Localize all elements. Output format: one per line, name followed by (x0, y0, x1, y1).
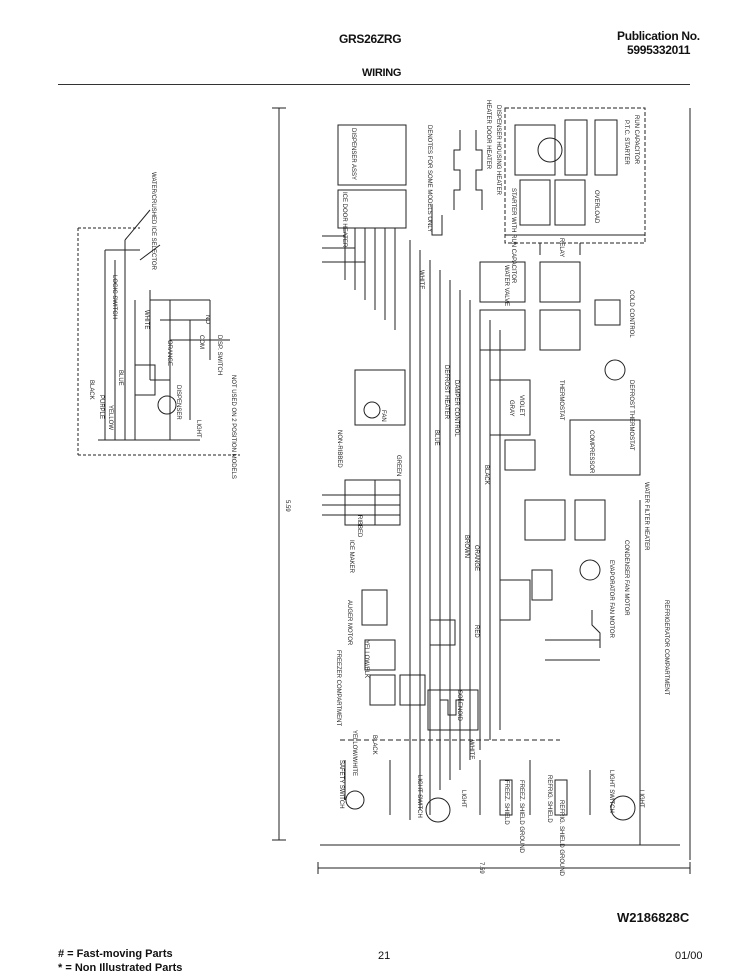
middle-label-8: ORANGE (473, 545, 479, 571)
top-label-3: DISPENSER HOUSING HEATER (495, 105, 501, 196)
top-label-0: DISPENSER ASSY (350, 128, 356, 180)
left-label-11: WHITE (143, 310, 149, 329)
bottom-label-0: SAFETY SWITCH (338, 760, 344, 809)
middle-label-11: BLACK (483, 465, 489, 485)
bottom-label-1: LIGHT SWITCH (416, 775, 422, 818)
bottom-label-9: BLACK (371, 735, 377, 755)
left-label-5: NOT USED ON 2 POSITION MODELS (230, 375, 236, 479)
left-label-9: ORANGE (166, 340, 172, 366)
top-label-8: OVERLOAD (593, 190, 599, 224)
right-label-4: DEFROST THERMOSTAT (628, 380, 634, 451)
publication-label: Publication No. (617, 29, 700, 43)
right-label-3: EVAPORATOR FAN MOTOR (608, 560, 614, 639)
middle-label-15: YELLOW/BLK (363, 640, 369, 678)
model-number: GRS26ZRG (339, 32, 402, 46)
bottom-label-4: FREEZ. SHIELD GROUND (518, 780, 524, 854)
bottom-label-7: LIGHT SWITCH (608, 770, 614, 813)
left-label-2: DISPENSER (175, 385, 181, 420)
middle-label-4: AUGER MOTOR (346, 600, 352, 646)
middle-label-17: RIBBED (356, 515, 362, 538)
middle-label-6: BLUE (433, 430, 439, 446)
left-label-1: LOGIC SWITCH (111, 275, 117, 319)
top-label-5: STARTER WITH RUN CAPACITOR (510, 188, 516, 284)
bottom-label-8: LIGHT (638, 790, 644, 808)
middle-label-2: WATER VALVE (503, 265, 509, 306)
header-rule (58, 84, 690, 85)
top-label-9: ICE DOOR HEATER (341, 192, 347, 248)
left-label-4: DISP. SWITCH (216, 335, 222, 375)
middle-label-18: FAN (380, 410, 386, 422)
middle-label-7: BROWN (463, 535, 469, 558)
right-label-5: COLD CONTROL (628, 290, 634, 338)
right-label-2: CONDENSER FAN MOTOR (623, 540, 629, 616)
bottom-label-2: LIGHT (460, 790, 466, 808)
dimension-horizontal-label: 7.59 (478, 862, 484, 874)
bottom-label-6: REFRIG. SHIELD GROUND (558, 800, 564, 877)
left-label-8: BLUE (117, 370, 123, 386)
middle-label-0: DEFROST HEATER (443, 365, 449, 420)
right-label-0: COMPRESSOR (588, 430, 594, 474)
top-label-6: P.T.C. STARTER (623, 120, 629, 165)
publication-number: 5995332011 (627, 43, 691, 57)
left-label-10: BLACK (88, 380, 94, 400)
left-label-6: PURPLE (98, 395, 104, 419)
middle-label-16: NON-RIBBED (336, 430, 342, 468)
right-label-1: WATER FILTER HEATER (643, 482, 649, 551)
legend-fast-moving: # = Fast-moving Parts (58, 948, 173, 960)
left-label-13: NO (204, 315, 210, 324)
page-number: 21 (378, 950, 391, 962)
top-label-2: HEATER DOOR HEATER (485, 100, 491, 170)
dimension-vertical-label: 5.59 (284, 500, 290, 512)
right-label-7: REFRIGERATOR COMPARTMENT (663, 600, 669, 696)
top-label-4: RUN CAPACITOR (633, 115, 639, 165)
middle-label-5: SOLENOID (456, 690, 462, 722)
left-label-3: LIGHT (195, 420, 201, 438)
top-label-7: RELAY (558, 238, 564, 257)
left-label-12: COM (198, 335, 204, 349)
drawing-number: W2186828C (617, 910, 690, 925)
middle-label-12: RED (473, 625, 479, 638)
middle-label-19: THERMOSTAT (558, 380, 564, 421)
top-label-1: DENOTES FOR SOME MODELS ONLY (426, 125, 432, 232)
bottom-label-10: WHITE (468, 740, 474, 759)
middle-label-3: ICE MAKER (348, 540, 354, 574)
left-label-0: WATER/CRUSHED ICE SELECTOR (150, 172, 156, 271)
bottom-label-11: YELLOW/WHITE (351, 730, 357, 776)
middle-label-10: WHITE (418, 270, 424, 289)
middle-label-14: VIOLET (518, 395, 524, 417)
middle-label-9: GREEN (395, 455, 401, 476)
middle-label-13: GRAY (508, 400, 514, 417)
middle-label-1: DAMPER CONTROL (453, 380, 459, 437)
right-label-6: FREEZER COMPARTMENT (335, 650, 341, 726)
footer-date: 01/00 (675, 950, 703, 962)
bottom-label-5: REFRIG. SHIELD (546, 775, 552, 823)
legend-non-illustrated: * = Non Illustrated Parts (58, 962, 183, 974)
section-title: WIRING (362, 67, 402, 79)
bottom-label-3: FREEZ. SHIELD (503, 780, 509, 825)
left-label-7: YELLOW (107, 405, 113, 430)
